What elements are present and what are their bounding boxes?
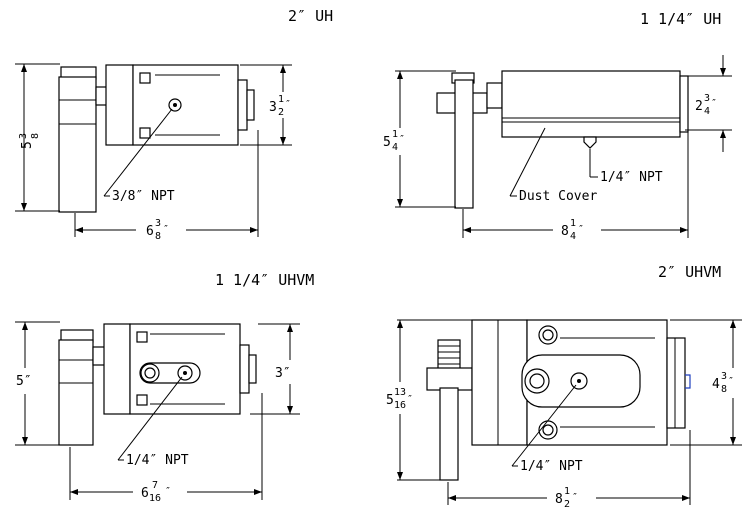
view-title: 2″ UH bbox=[288, 7, 333, 25]
stroke-den: 2 bbox=[278, 107, 284, 118]
stroke-num: 1 bbox=[278, 94, 284, 105]
view-2in-uhvm: 2″ UHVM bbox=[386, 263, 742, 510]
length-den: 16 bbox=[149, 493, 161, 504]
length-unit: ″ bbox=[578, 224, 584, 235]
stroke-whole: 3 bbox=[269, 100, 277, 115]
height-num: 13 bbox=[394, 387, 406, 398]
height-den: 8 bbox=[30, 133, 41, 139]
port-callout: 1/4″ NPT bbox=[117, 376, 189, 468]
dim-length: 8 1 2 ″ bbox=[447, 430, 691, 510]
stroke-den: 4 bbox=[704, 106, 710, 117]
clamp-body bbox=[58, 323, 257, 446]
dim-stroke: 2 3 4 ″ bbox=[685, 55, 732, 152]
port-label: 1/4″ NPT bbox=[520, 459, 583, 474]
dim-height: 5 13 16 ″ bbox=[386, 319, 472, 481]
height-den: 4 bbox=[392, 142, 398, 153]
stroke-label: 3″ bbox=[275, 366, 291, 381]
view-title: 2″ UHVM bbox=[658, 263, 721, 281]
height-unit: ″ bbox=[407, 394, 413, 405]
height-num: 1 bbox=[392, 129, 398, 140]
length-whole: 8 bbox=[561, 224, 569, 239]
height-whole: 5 bbox=[383, 135, 391, 150]
cover-label: Dust Cover bbox=[519, 189, 597, 204]
stroke-whole: 4 bbox=[712, 377, 720, 392]
length-whole: 6 bbox=[146, 224, 154, 239]
stroke-num: 3 bbox=[721, 371, 727, 382]
view-title: 1 1/4″ UHVM bbox=[215, 271, 314, 289]
clamp-body bbox=[426, 319, 691, 481]
dim-stroke: 3″ bbox=[250, 323, 300, 415]
view-title: 1 1/4″ UH bbox=[640, 10, 721, 28]
length-num: 3 bbox=[155, 218, 161, 229]
stroke-den: 8 bbox=[721, 384, 727, 395]
view-2in-uh: 2″ UH 5 3 bbox=[15, 7, 333, 242]
dim-stroke: 4 3 8 ″ bbox=[670, 319, 742, 446]
dim-stroke: 3 1 2 ″ bbox=[240, 64, 292, 146]
stroke-unit: ″ bbox=[711, 98, 717, 109]
length-whole: 6 bbox=[141, 486, 149, 501]
length-whole: 8 bbox=[555, 492, 563, 507]
stroke-unit: ″ bbox=[728, 376, 734, 387]
port-label: 1/4″ NPT bbox=[600, 170, 663, 185]
length-num: 1 bbox=[564, 486, 570, 497]
dim-height: 5 1 4 ″ bbox=[383, 70, 456, 208]
stroke-num: 3 bbox=[704, 93, 710, 104]
length-den: 8 bbox=[155, 231, 161, 242]
port-callout: 1/4″ NPT bbox=[589, 149, 663, 185]
length-den: 2 bbox=[564, 499, 570, 510]
length-unit: ″ bbox=[163, 224, 169, 235]
dim-height: 5 3 8 bbox=[15, 63, 60, 212]
clamp-body bbox=[58, 64, 255, 213]
port-callout: 3/8″ NPT bbox=[103, 108, 175, 204]
dim-length: 6 3 8 ″ bbox=[74, 130, 259, 242]
length-unit: ″ bbox=[165, 486, 171, 497]
length-num: 1 bbox=[570, 218, 576, 229]
port-label: 1/4″ NPT bbox=[126, 453, 189, 468]
port-label: 3/8″ NPT bbox=[112, 189, 175, 204]
stroke-unit: ″ bbox=[285, 99, 291, 110]
height-whole: 5 bbox=[386, 393, 394, 408]
dust-cover-callout: Dust Cover bbox=[509, 127, 597, 204]
height-label: 5″ bbox=[16, 374, 32, 389]
length-den: 4 bbox=[570, 231, 576, 242]
clamp-body bbox=[436, 70, 689, 209]
height-num: 3 bbox=[18, 133, 29, 139]
dim-height: 5″ bbox=[15, 321, 60, 446]
dim-length: 8 1 4 ″ bbox=[462, 132, 689, 242]
stroke-whole: 2 bbox=[695, 99, 703, 114]
height-den: 16 bbox=[394, 400, 406, 411]
port-callout: 1/4″ NPT bbox=[511, 384, 583, 474]
length-num: 7 bbox=[152, 480, 158, 491]
height-unit: ″ bbox=[399, 134, 405, 145]
height-whole: 5 bbox=[20, 141, 35, 149]
length-unit: ″ bbox=[572, 492, 578, 503]
view-1-1-4in-uh: 1 1/4″ UH 5 1 4 ″ bbox=[383, 10, 732, 242]
dim-length: 6 7 16 ″ bbox=[69, 393, 263, 504]
view-1-1-4in-uhvm: 1 1/4″ UHVM bbox=[15, 271, 314, 504]
